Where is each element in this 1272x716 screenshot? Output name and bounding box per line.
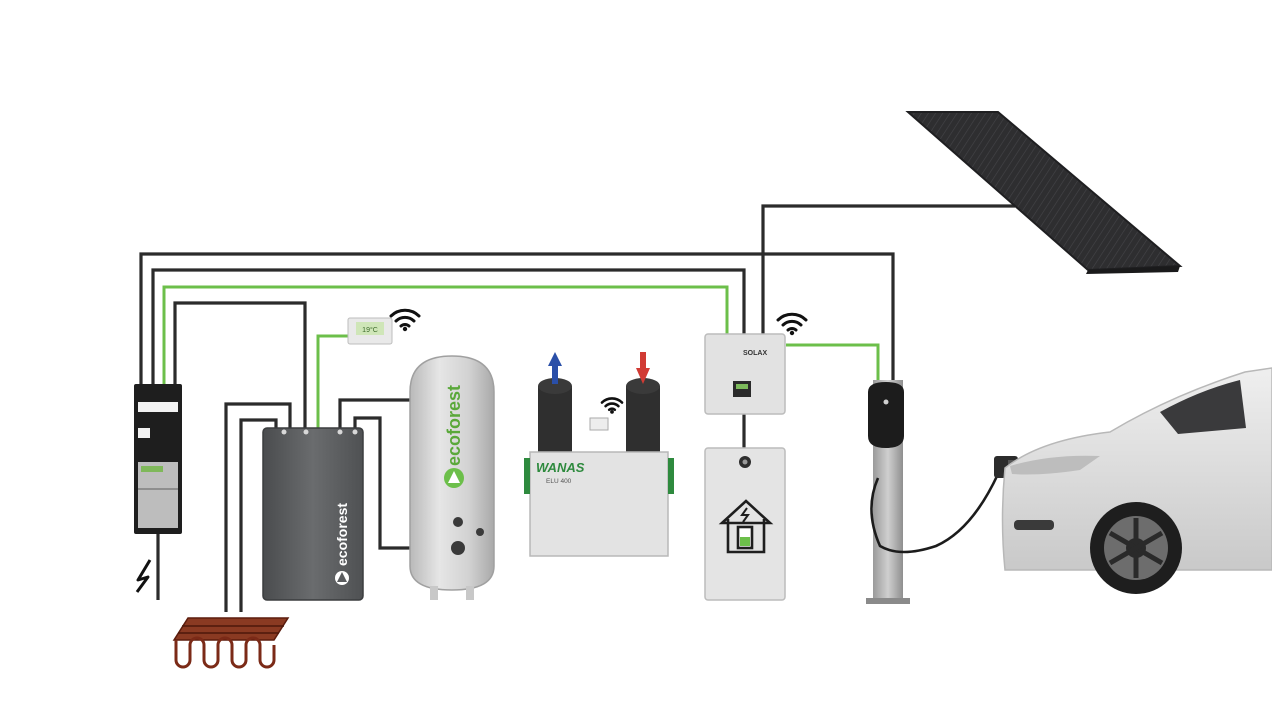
inverter-brand: SOLAX — [743, 350, 767, 357]
hot-water-tank: ecoforest — [409, 355, 495, 600]
power-line-solar — [761, 204, 1015, 335]
wifi-icon — [389, 308, 421, 332]
home-battery — [704, 447, 786, 601]
thermostat: 19°C — [347, 317, 393, 345]
home-battery-icon — [718, 499, 774, 554]
data-line-inverter — [162, 285, 729, 385]
heat-pump-brand: ecoforest — [334, 503, 350, 566]
inverter: SOLAX — [704, 333, 786, 415]
ventilation-model: ELU 400 — [546, 478, 572, 485]
pipe-tank-2 — [353, 416, 410, 550]
wifi-icon — [600, 397, 624, 414]
electrical-panel — [134, 384, 182, 534]
arrow-down-icon — [636, 352, 650, 384]
ventilation-brand: WANAS — [536, 460, 585, 475]
pipe-tank-1 — [338, 398, 410, 430]
floor-heating — [172, 617, 290, 669]
ventilation-unit: WANAS ELU 400 — [524, 352, 674, 557]
power-lines — [139, 204, 1015, 612]
water-tank-brand: ecoforest — [444, 385, 464, 466]
ev-charger — [866, 380, 1022, 604]
solar-panel — [905, 111, 1183, 274]
data-line-thermostat — [316, 334, 350, 430]
power-line-outer — [139, 252, 895, 385]
data-line-charger — [786, 343, 880, 382]
ecoforest-logo-icon — [335, 571, 349, 585]
power-line-inverter — [151, 268, 746, 385]
data-lines — [162, 285, 880, 430]
thermostat-display: 19°C — [362, 326, 378, 334]
arrow-up-icon — [548, 352, 562, 384]
lightning-icon — [135, 559, 152, 593]
pipe-floor-1 — [224, 402, 292, 612]
wifi-icon — [776, 312, 808, 336]
power-line-heatpump — [173, 301, 307, 430]
electric-car — [1001, 367, 1272, 594]
heat-pump: ecoforest — [262, 427, 364, 601]
pipe-floor-2 — [239, 418, 278, 612]
